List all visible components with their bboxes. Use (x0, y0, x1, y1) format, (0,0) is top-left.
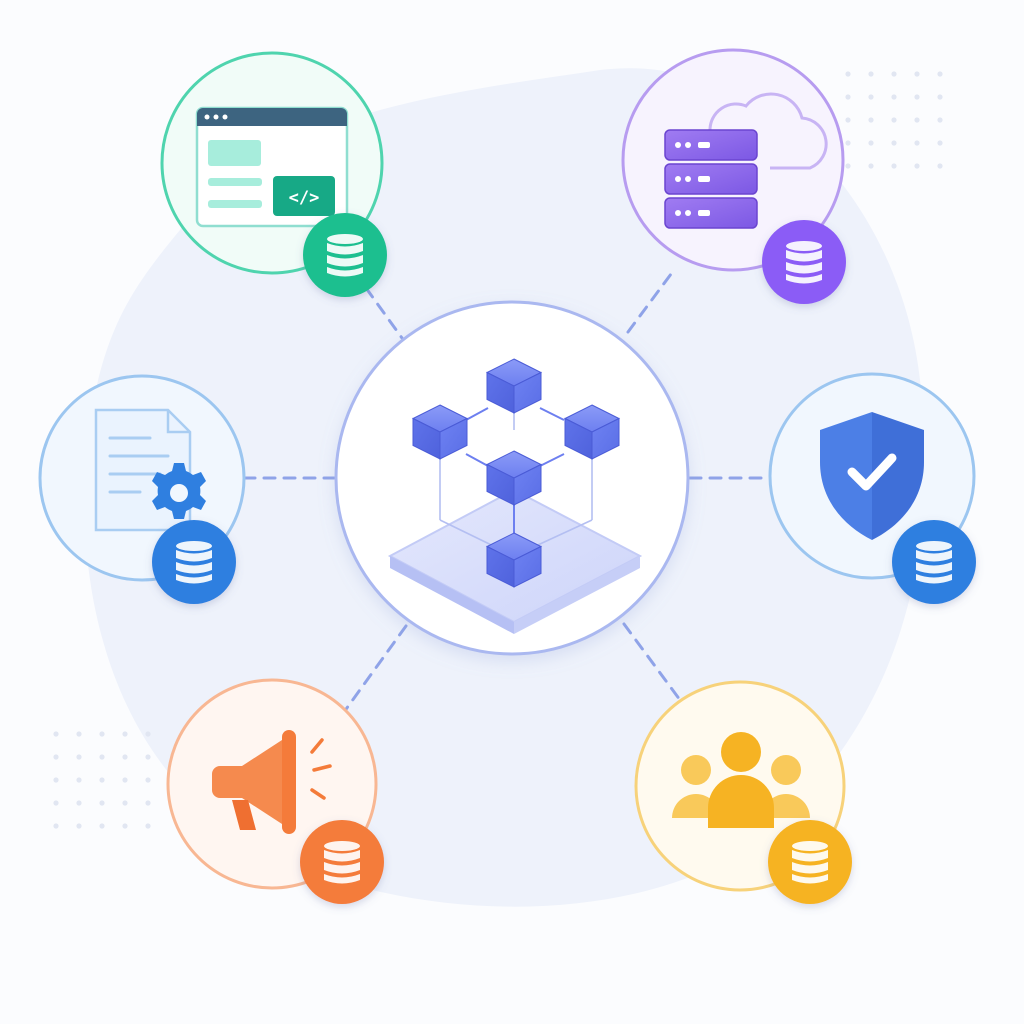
node-web-app: </> (160, 51, 387, 297)
block-cube (485, 358, 543, 414)
svg-text:</>: </> (289, 188, 320, 208)
decor-dot (122, 823, 128, 829)
decor-dot (53, 800, 59, 806)
decor-dot (868, 117, 874, 123)
node-cloud-servers (621, 48, 846, 304)
decor-dot (145, 777, 151, 783)
decor-dot (76, 731, 82, 737)
database-badge (892, 520, 976, 604)
document-gear-icon (94, 408, 206, 532)
decor-dot (868, 71, 874, 77)
block-cube (411, 404, 469, 460)
database-badge (762, 220, 846, 304)
decor-dot (937, 140, 943, 146)
decor-dot (76, 800, 82, 806)
decor-dot (122, 777, 128, 783)
decor-dot (145, 823, 151, 829)
dot-grid-bottom-left (53, 731, 151, 829)
decor-dot (145, 800, 151, 806)
dot-grid-top-right (845, 71, 943, 169)
decor-dot (53, 777, 59, 783)
decor-dot (845, 163, 851, 169)
decor-dot (914, 71, 920, 77)
decor-dot (914, 94, 920, 100)
decor-dot (145, 754, 151, 760)
decor-dot (845, 71, 851, 77)
server-cloud-icon (664, 92, 828, 229)
decor-dot (891, 94, 897, 100)
connectors (242, 268, 772, 714)
decor-dot (99, 777, 105, 783)
decor-dot (99, 823, 105, 829)
decor-dot (845, 117, 851, 123)
decor-dot (937, 163, 943, 169)
decor-dot (868, 94, 874, 100)
decor-dot (122, 731, 128, 737)
node-marketing (166, 678, 384, 904)
decor-dot (53, 823, 59, 829)
decor-dot (99, 731, 105, 737)
user-group-icon (672, 732, 810, 828)
code-window-icon: </> (195, 106, 349, 228)
connector-marketing (342, 624, 408, 714)
block-cube (485, 450, 543, 506)
decor-dot (145, 731, 151, 737)
database-icon (324, 841, 360, 884)
decor-dot (868, 163, 874, 169)
decor-dot (122, 754, 128, 760)
database-badge (303, 213, 387, 297)
connector-cloud-servers (626, 268, 676, 334)
decor-dot (53, 731, 59, 737)
node-documents (38, 374, 246, 604)
database-icon (786, 241, 822, 284)
block-cube (563, 404, 621, 460)
decor-dot (891, 117, 897, 123)
decor-dot (76, 777, 82, 783)
decor-dot (891, 71, 897, 77)
decor-dot (868, 140, 874, 146)
decor-dot (891, 140, 897, 146)
block-cube (485, 532, 543, 588)
database-badge (768, 820, 852, 904)
decor-dot (937, 117, 943, 123)
connector-web-app (364, 286, 404, 340)
hub-node (334, 300, 690, 656)
decor-dot (891, 163, 897, 169)
decor-dot (845, 140, 851, 146)
shield-check-icon (820, 412, 924, 540)
database-badge (300, 820, 384, 904)
decor-dot (53, 754, 59, 760)
decor-dot (914, 117, 920, 123)
blockchain-cubes-icon (387, 358, 643, 634)
decor-dot (76, 823, 82, 829)
decor-dot (914, 140, 920, 146)
database-icon (176, 541, 212, 584)
node-users (634, 680, 852, 904)
decor-dot (937, 94, 943, 100)
connector-users (622, 622, 682, 702)
database-badge (152, 520, 236, 604)
decor-dot (122, 800, 128, 806)
decor-dot (99, 800, 105, 806)
database-icon (792, 841, 828, 884)
decor-dot (76, 754, 82, 760)
decor-dot (914, 163, 920, 169)
database-icon (916, 541, 952, 584)
database-icon (327, 234, 363, 277)
decor-dot (99, 754, 105, 760)
decor-dot (937, 71, 943, 77)
node-security (768, 372, 976, 604)
decor-dot (845, 94, 851, 100)
megaphone-icon (212, 730, 332, 834)
